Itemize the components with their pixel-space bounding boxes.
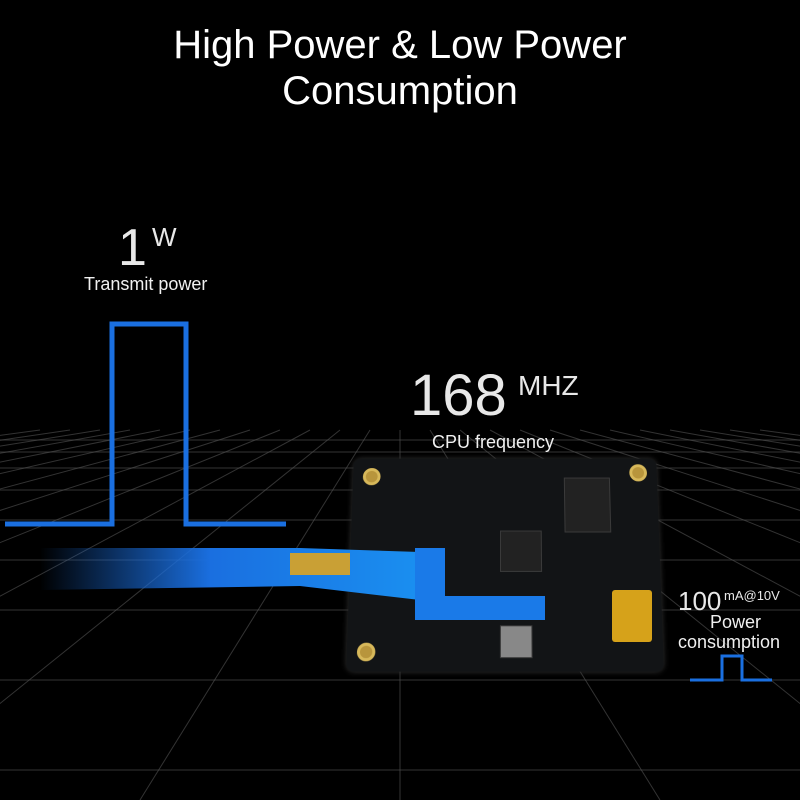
signal-beam-end	[415, 596, 545, 620]
power-unit: mA@10V	[724, 588, 780, 603]
power-label-line-2: consumption	[678, 632, 780, 653]
signal-beam	[40, 548, 420, 600]
power-label-line-1: Power	[710, 612, 761, 633]
antenna-connector	[290, 553, 350, 575]
power-pulse-icon	[690, 656, 772, 680]
transmit-pulse-icon	[5, 324, 286, 524]
